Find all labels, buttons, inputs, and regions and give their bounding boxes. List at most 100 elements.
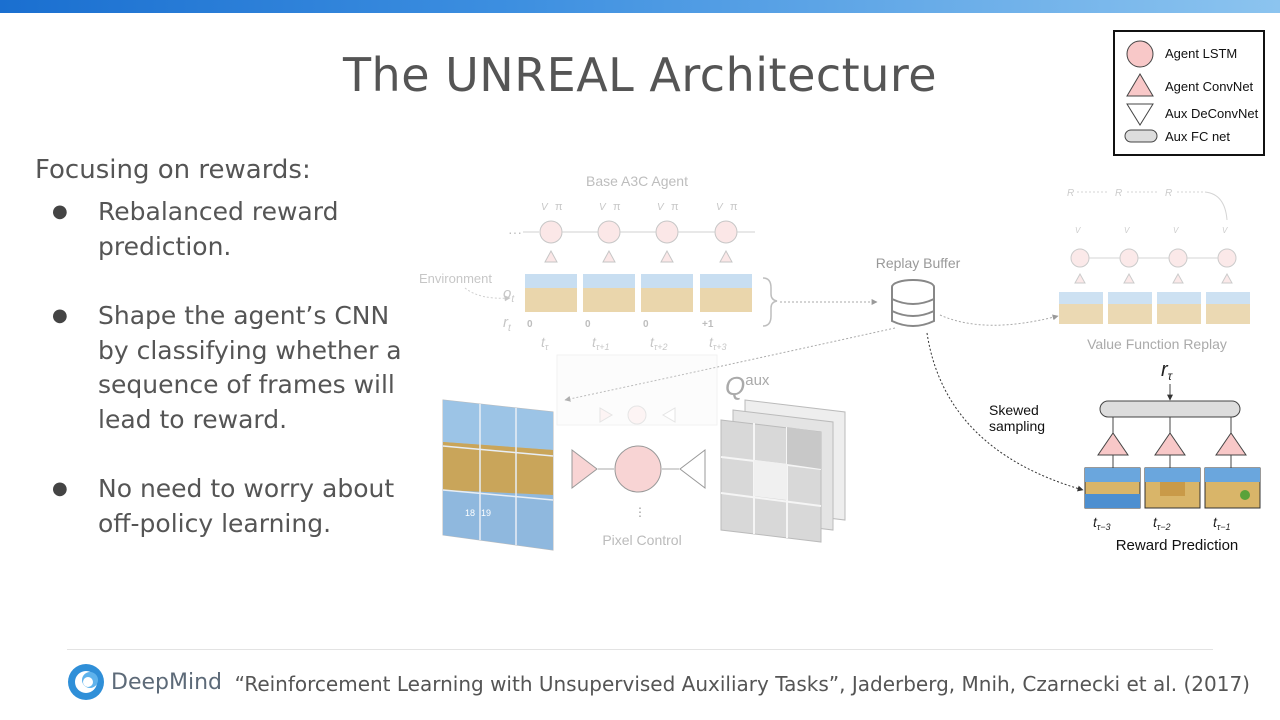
timestep-label: tτ+3 <box>709 334 727 352</box>
bullet-item: ● Shape the agent’s CNN by classifying wh… <box>35 299 405 437</box>
bullet-dot-icon: ● <box>52 478 68 499</box>
r-head-label: R <box>1067 188 1074 199</box>
v-head-label: V <box>1222 226 1228 235</box>
bullet-dot-icon: ● <box>52 305 68 326</box>
legend-icons <box>1124 40 1158 143</box>
timestep-label: tτ+2 <box>650 334 668 352</box>
reward-prediction-group: rτ tτ−3 tτ−2 tτ−1 Reward Prediction <box>1084 359 1261 554</box>
aux-fc-net-pill-icon <box>1124 129 1158 143</box>
pixel-control-deconvnet-triangle <box>679 448 706 490</box>
bullet-text: No need to worry about off-policy learni… <box>98 474 395 538</box>
o-t-label: ot <box>503 285 515 305</box>
pixel-control-label: Pixel Control <box>602 532 681 548</box>
base-convnet-triangle <box>660 249 674 263</box>
q-aux-label: Qaux <box>725 371 770 401</box>
reward-prediction-label: Reward Prediction <box>1116 537 1239 554</box>
base-lstm-circle <box>597 220 621 244</box>
legend-aux-fc-net-label: Aux FC net <box>1165 129 1231 144</box>
vfr-convnet-triangle <box>1172 272 1184 284</box>
legend-agent-convnet-label: Agent ConvNet <box>1165 79 1254 94</box>
v-head-label: V <box>1124 226 1130 235</box>
reward-prediction-convnet-triangle <box>1215 432 1247 456</box>
v-label: V <box>716 202 724 213</box>
aux-deconvnet-inverted-triangle-icon <box>1126 103 1154 126</box>
v-label: V <box>541 202 549 213</box>
base-lstm-circle <box>539 220 563 244</box>
deepmind-logo-icon <box>68 664 104 700</box>
r-head-label: R <box>1115 188 1122 199</box>
pixel-control-convnet-triangle <box>571 448 598 490</box>
vertical-dots: ⋮ <box>634 505 646 519</box>
base-frames-row <box>525 274 752 312</box>
reward-prediction-convnet-triangle <box>1154 432 1186 456</box>
v-label: V <box>599 202 607 213</box>
replay-buffer-label: Replay Buffer <box>876 255 961 271</box>
reward-value: 0 <box>585 319 591 330</box>
database-icon <box>891 279 935 327</box>
base-convnet-row <box>544 249 733 263</box>
vfr-convnet-triangle <box>1074 272 1086 284</box>
q-aux-grid-stack <box>720 399 846 543</box>
agent-convnet-triangle-icon <box>1126 73 1154 97</box>
bullets-lead: Focusing on rewards: <box>35 155 311 185</box>
deepmind-logo-text: DeepMind <box>111 670 222 695</box>
base-agent-label: Base A3C Agent <box>586 173 688 189</box>
slide-title: The UNREAL Architecture <box>342 48 938 102</box>
bullet-dot-icon: ● <box>52 201 68 222</box>
policy-value-heads: V π V π V π V π <box>541 201 738 213</box>
legend-agent-lstm-label: Agent LSTM <box>1165 46 1238 61</box>
paper-citation: “Reinforcement Learning with Unsupervise… <box>234 672 1250 696</box>
environment-label: Environment <box>419 271 492 286</box>
pi-label: π <box>555 201 563 213</box>
base-lstm-row <box>539 220 755 244</box>
base-lstm-circle <box>655 220 679 244</box>
vfr-lstm-circle <box>1070 248 1090 268</box>
base-lstm-circle <box>714 220 738 244</box>
pi-label: π <box>613 201 621 213</box>
agent-lstm-circle-icon <box>1126 40 1154 68</box>
reward-prediction-convnet-triangle <box>1097 432 1129 456</box>
frame-number: 19 <box>481 508 491 518</box>
base-convnet-triangle <box>544 249 558 263</box>
reward-timestep-label: tτ−3 <box>1093 514 1111 532</box>
pixel-control-group: 18 19 ⋮ Qaux Pixel Control <box>442 354 846 551</box>
legend-aux-deconvnet-label: Aux DeConvNet <box>1165 106 1259 121</box>
v-head-label: V <box>1173 226 1179 235</box>
reward-value: 0 <box>643 319 649 330</box>
vfr-lstm-circle <box>1168 248 1188 268</box>
lstm-ellipsis: ··· <box>508 224 522 240</box>
v-label: V <box>657 202 665 213</box>
bullet-text: Rebalanced reward prediction. <box>98 197 339 261</box>
value-function-replay-label: Value Function Replay <box>1087 336 1227 352</box>
base-convnet-triangle <box>719 249 733 263</box>
reward-timestep-label: tτ−2 <box>1153 514 1171 532</box>
bullet-item: ● Rebalanced reward prediction. <box>35 195 405 264</box>
pixel-control-small-branch <box>556 354 718 426</box>
skewed-sampling-label-line1: Skewed <box>989 402 1039 418</box>
v-head-label: V <box>1075 226 1081 235</box>
pi-label: π <box>671 201 679 213</box>
footer-divider <box>67 649 1213 650</box>
r-head-label: R <box>1165 188 1172 199</box>
reward-value: +1 <box>702 319 714 330</box>
vfr-convnet-triangle <box>1123 272 1135 284</box>
skewed-sampling-label-line2: sampling <box>989 418 1045 434</box>
reward-value: 0 <box>527 319 533 330</box>
base-convnet-triangle <box>602 249 616 263</box>
pi-label: π <box>730 201 738 213</box>
timestep-label: tτ <box>541 334 549 352</box>
legend-box: Agent LSTM Agent ConvNet Aux DeConvNet A… <box>1113 30 1265 156</box>
reward-prediction-fc-pill <box>1099 400 1241 418</box>
vfr-convnet-triangle <box>1221 272 1233 284</box>
pixel-control-lstm-circle <box>614 445 662 493</box>
bullet-text: Shape the agent’s CNN by classifying whe… <box>98 301 402 434</box>
replay-buffer-group: Replay Buffer <box>876 255 961 327</box>
reward-timestep-label: tτ−1 <box>1213 514 1231 532</box>
frames-brace <box>762 277 778 327</box>
top-gradient-bar <box>0 0 1280 13</box>
value-function-replay-group: R R R V V V V <box>1059 188 1250 324</box>
r-t-label: rt <box>503 314 512 334</box>
vfr-lstm-circle <box>1119 248 1139 268</box>
unreal-architecture-diagram: Base A3C Agent ··· V π V π V π V π <box>419 173 1261 554</box>
frame-number: 18 <box>465 508 475 518</box>
